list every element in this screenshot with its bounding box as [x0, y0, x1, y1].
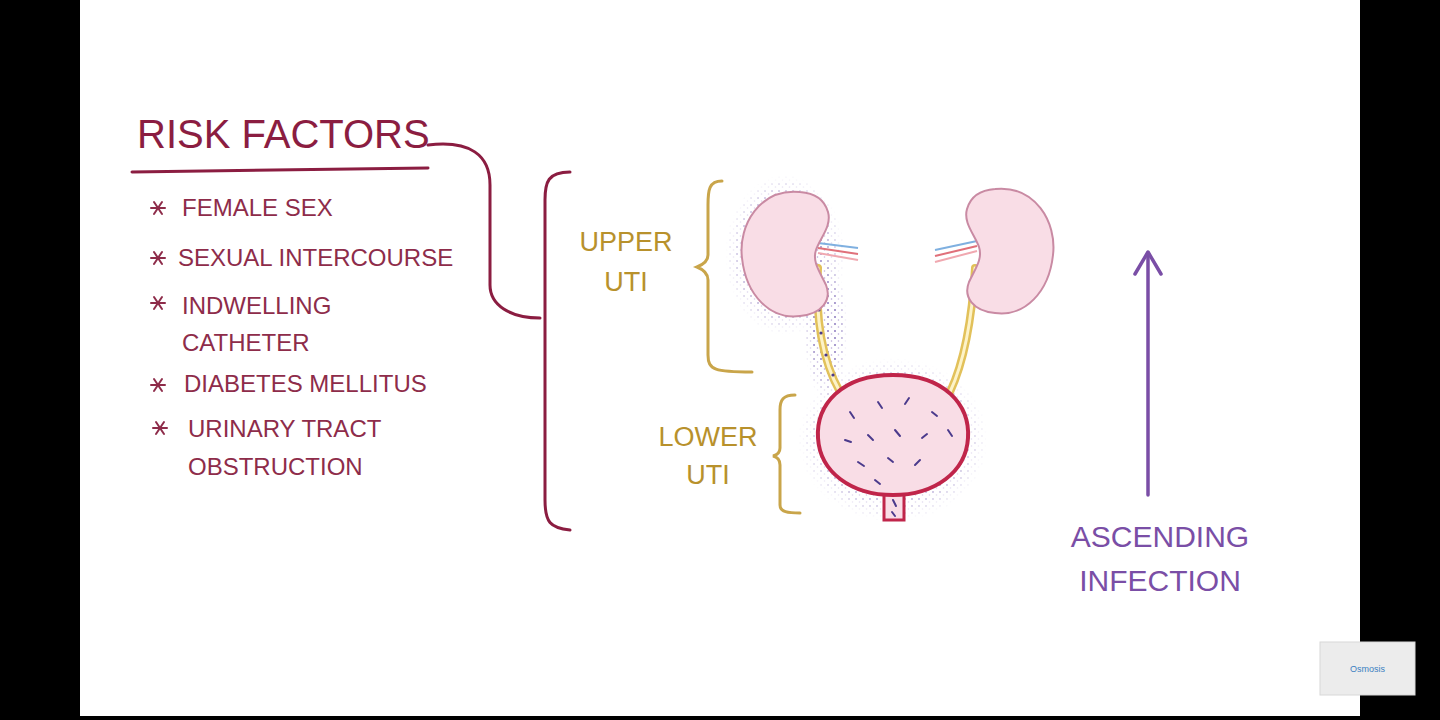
heading: RISK FACTORS — [137, 110, 430, 158]
bullet — [153, 422, 167, 434]
risk-factor: URINARY TRACT OBSTRUCTION — [188, 410, 428, 486]
right-kidney — [966, 189, 1053, 314]
risk-bracket — [132, 144, 570, 530]
risk-factor: SEXUAL INTERCOURSE — [178, 240, 453, 276]
watermark-box — [1320, 642, 1415, 695]
bullet — [151, 379, 165, 391]
bullet — [151, 202, 165, 214]
white-panel — [80, 0, 1360, 716]
lower-bracket — [773, 395, 800, 513]
ascending-arrow — [1135, 252, 1161, 495]
vein — [935, 241, 977, 250]
risk-factor: DIABETES MELLITUS — [184, 366, 427, 402]
watermark: Osmosis — [1325, 662, 1410, 676]
bladder-bacteria — [845, 398, 952, 516]
left-kidney — [742, 192, 829, 317]
leader-line — [428, 144, 540, 318]
renal-vessels — [818, 241, 977, 262]
risk-factor: INDWELLING CATHETER — [182, 287, 362, 361]
infection-halo — [725, 175, 988, 522]
curly-bracket — [545, 172, 570, 530]
bullets — [151, 202, 167, 434]
bullet — [151, 252, 165, 264]
title-underline — [132, 168, 428, 172]
bladder — [818, 375, 968, 495]
region-label: LOWER UTI — [655, 418, 761, 494]
vein — [818, 243, 858, 248]
arrow-label: ASCENDING INFECTION — [1040, 515, 1280, 603]
region-label: UPPER UTI — [571, 222, 681, 302]
risk-factor: FEMALE SEX — [182, 190, 333, 226]
vessel — [818, 253, 858, 260]
vessel — [935, 251, 977, 262]
bullet — [151, 297, 165, 309]
artery — [935, 246, 977, 256]
